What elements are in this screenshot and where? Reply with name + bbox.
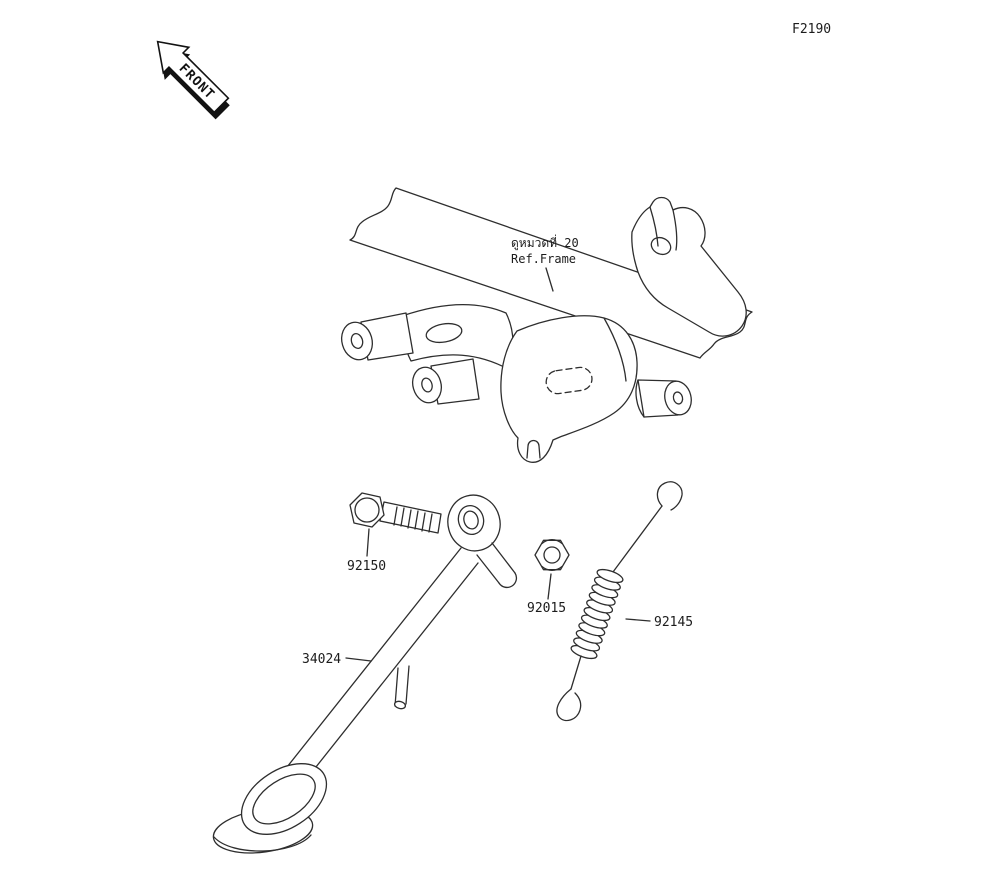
spring-drawing [556, 481, 683, 722]
callout-34024: 34024 [302, 652, 372, 667]
bushing-face [412, 366, 442, 404]
spring-top-hook [656, 481, 683, 511]
bracket-tab-notch [526, 439, 541, 459]
callout-frame-ref: ดูหมวดที่ 20 Ref.Frame [511, 234, 579, 292]
stand-leg-line [263, 547, 462, 797]
foot-curl-outer [240, 763, 328, 835]
figure-code: F2190 [792, 22, 831, 37]
pivot-eye-inner [463, 510, 479, 530]
cylinder-hole [672, 391, 684, 405]
leg-spring-pin [394, 665, 410, 707]
cylinder-left-arc [635, 379, 645, 418]
foot-curl-inner [252, 773, 316, 825]
nut-drawing [534, 539, 570, 571]
spring-bottom-wire [570, 655, 582, 690]
nut-hole [543, 546, 561, 564]
spring-anchor-arm [476, 554, 500, 584]
front-arrow-icon [156, 40, 230, 114]
right-cylinder-drawing [635, 379, 692, 418]
plate-slot-hole [425, 322, 463, 344]
nut-chamfer-arc [541, 539, 563, 545]
leader-line [547, 573, 552, 600]
spring-anchor-arm [491, 542, 516, 574]
frame-ref-label-line2: Ref.Frame [511, 252, 576, 266]
hidden-slot-dashed [545, 366, 593, 395]
frame-ref-label-line1: ดูหมวดที่ 20 [511, 234, 579, 251]
frame-tube-outline [349, 187, 753, 359]
spring-top-wire [612, 505, 663, 573]
part-number-label-nut: 92015 [527, 601, 566, 616]
gusset-outline [631, 196, 747, 337]
part-number-label-side-stand: 34024 [302, 652, 341, 667]
center-bracket-drawing [500, 315, 638, 463]
right-gusset-drawing [631, 196, 747, 337]
gusset-contour-line [672, 209, 678, 251]
frame-tube-drawing [349, 187, 753, 359]
bushing-hole [350, 332, 364, 350]
part-number-label-bolt: 92150 [347, 559, 386, 574]
gusset-hole [650, 236, 672, 256]
bolt-thread-lines [393, 506, 433, 533]
bushing-face [341, 321, 373, 361]
callout-92015: 92015 [527, 573, 566, 616]
bushing-hole [421, 377, 433, 393]
bolt-drawing [349, 492, 442, 534]
gusset-contour-line [649, 206, 659, 247]
bracket-contour-line [603, 317, 627, 382]
callout-92150: 92150 [347, 528, 386, 574]
cylinder-face [664, 380, 692, 416]
spring-bottom-hook [556, 688, 582, 722]
front-direction-marker: FRONT [156, 40, 230, 120]
foot-pad-rim [213, 834, 312, 852]
side-stand-drawing [212, 494, 518, 854]
center-bracket-outline [500, 315, 638, 463]
leg-spring-pin-cap [393, 700, 407, 710]
leader-line [625, 618, 651, 622]
spring-coil [596, 568, 624, 584]
spring-anchor-arm-end [498, 572, 518, 589]
left-bracket-drawing [341, 303, 514, 405]
pivot-eye-outer [457, 504, 485, 536]
leader-line [366, 528, 370, 557]
nut-chamfer-arc [541, 565, 563, 571]
part-number-label-spring: 92145 [654, 615, 693, 630]
nut-hex [534, 539, 570, 571]
bolt-head-face [354, 497, 380, 523]
leader-line [345, 657, 372, 662]
leader-line [545, 267, 554, 292]
callout-92145: 92145 [625, 615, 693, 630]
